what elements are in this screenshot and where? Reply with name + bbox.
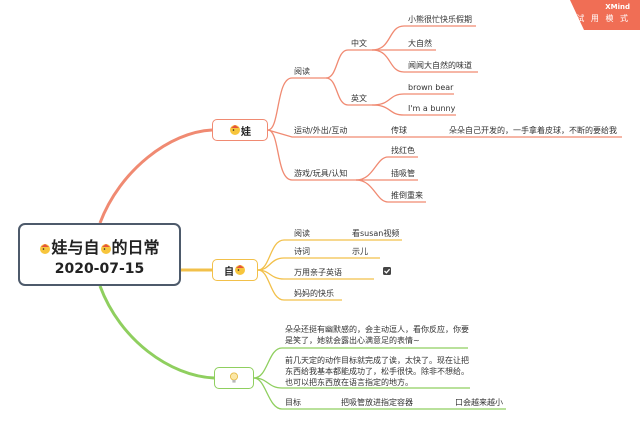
topic-english-book-1[interactable]: brown bear [408, 83, 454, 92]
topic-zi-poetry[interactable]: 诗词 [294, 247, 310, 256]
task-done-checkbox[interactable] [383, 267, 391, 275]
chick-icon [235, 265, 245, 275]
topic-game-2[interactable]: 插吸管 [391, 169, 415, 178]
root-date: 2020-07-15 [54, 261, 145, 277]
checkmark-icon [384, 268, 391, 274]
topic-zi[interactable]: 自 [212, 259, 258, 281]
xmind-trial-badge: XMind 试 用 模 式 [570, 0, 640, 30]
topic-zi-happy[interactable]: 妈妈的快乐 [294, 289, 334, 298]
chick-icon [230, 125, 240, 135]
topic-chinese-book-2[interactable]: 大自然 [408, 39, 432, 48]
badge-background [570, 0, 640, 30]
topic-idea-note-1[interactable]: 朵朵还挺有幽默感的，会主动逗人，看你反应，你要是笑了，她就会露出心满意足的表情~ [285, 325, 469, 345]
root-title-part-2: 的日常 [111, 238, 160, 257]
topic-chinese-book-3[interactable]: 闻闻大自然的味道 [408, 61, 472, 70]
root-title-part-1: 娃与自 [51, 238, 100, 257]
badge-brand: XMind [605, 3, 630, 11]
topic-chinese-book-1[interactable]: 小熊很忙快乐假期 [408, 15, 472, 24]
root-title: 娃与自的日常 [20, 234, 179, 258]
topic-games[interactable]: 游戏/玩具/认知 [294, 169, 348, 178]
chick-icon [40, 244, 51, 254]
topic-wa-label: 娃 [241, 126, 251, 138]
badge-label: 试 用 模 式 [576, 14, 630, 23]
topic-idea[interactable] [214, 367, 254, 389]
topic-zi-poetry-child[interactable]: 示儿 [352, 247, 368, 256]
lightbulb-icon [230, 372, 238, 383]
topic-goal-note[interactable]: 口会越来越小 [455, 398, 503, 407]
topic-goal[interactable]: 目标 [285, 398, 301, 407]
topic-goal-item[interactable]: 把吸管放进指定容器 [341, 398, 413, 407]
topic-pass-ball[interactable]: 传球 [391, 126, 407, 135]
topic-zi-reading-child[interactable]: 看susan视频 [352, 229, 400, 238]
topic-zi-reading[interactable]: 阅读 [294, 229, 310, 238]
root-topic[interactable]: 娃与自的日常 2020-07-15 [18, 223, 181, 286]
chick-icon [100, 244, 111, 254]
topic-english-book-2[interactable]: I'm a bunny [408, 104, 456, 113]
topic-game-1[interactable]: 找红色 [391, 146, 415, 155]
topic-zi-label: 自 [224, 266, 234, 278]
topic-english[interactable]: 英文 [351, 94, 367, 103]
topic-chinese[interactable]: 中文 [351, 39, 367, 48]
topic-game-3[interactable]: 推倒重来 [391, 191, 423, 200]
topic-zi-english[interactable]: 万用亲子英语 [294, 268, 342, 277]
topic-idea-note-2[interactable]: 前几天定的动作目标就完成了诶，太快了。现在让把东西给我基本都能成功了，松手很快。… [285, 356, 469, 387]
topic-reading[interactable]: 阅读 [294, 67, 310, 76]
topic-sport[interactable]: 运动/外出/互动 [294, 126, 348, 135]
topic-wa[interactable]: 娃 [212, 119, 268, 141]
topic-pass-ball-note[interactable]: 朵朵自己开发的，一手拿着皮球，不断的要给我 [449, 126, 617, 135]
